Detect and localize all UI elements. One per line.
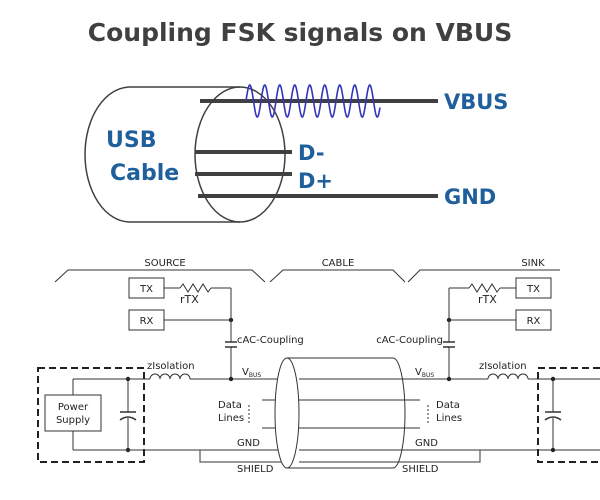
sink-data-label-1: Data xyxy=(436,400,460,411)
sink-data-label-2: Lines xyxy=(436,413,462,424)
source-brace xyxy=(54,269,266,283)
vbus-wire-label: VBUS xyxy=(444,90,508,114)
cable-end-ellipse xyxy=(194,86,286,223)
sink-vbus-label: VBUS xyxy=(415,367,434,379)
source-data-label-1: Data xyxy=(218,400,242,411)
sink-rtx-resistor xyxy=(468,283,501,293)
diagram-title: Coupling FSK signals on VBUS xyxy=(87,18,513,47)
cable-left-end xyxy=(274,357,300,469)
sink-rtx-label: rTX xyxy=(478,293,497,306)
sink-zisolation-inductor xyxy=(487,373,529,380)
dplus-wire-label: D+ xyxy=(298,169,333,193)
sink-zisolation-label: zIsolation xyxy=(479,361,527,372)
sink-label: SINK xyxy=(521,258,545,269)
usb-cable-illustration: USB Cable VBUS D- D+ GND xyxy=(84,84,508,223)
sink-rx-label: RX xyxy=(527,316,541,327)
source-power-dashed-box xyxy=(37,367,145,463)
source-zisolation-inductor xyxy=(149,373,191,380)
sink-tx-label: TX xyxy=(526,284,540,295)
source-vbus-label: VBUS xyxy=(242,367,261,379)
sink-gnd-label: GND xyxy=(415,438,438,449)
sink-load-dashed-box xyxy=(537,367,600,463)
fsk-signal-wave xyxy=(245,84,381,118)
cable-label-cable: Cable xyxy=(110,161,179,186)
sink-filter-cap-curve xyxy=(544,416,562,421)
sink-cap-junction-top xyxy=(550,376,556,382)
source-rtx-resistor xyxy=(179,283,212,293)
sink-shield-label: SHIELD xyxy=(402,464,439,475)
source-cac-label: cAC-Coupling xyxy=(237,335,304,346)
dminus-wire-label: D- xyxy=(298,141,325,165)
cable-right-end xyxy=(392,357,406,469)
sink-shield-wire xyxy=(420,450,481,463)
sink-cac-label: cAC-Coupling xyxy=(376,335,443,346)
source-zisolation-label: zIsolation xyxy=(147,361,195,372)
cable-label-usb: USB xyxy=(106,128,156,153)
cable-body-outline xyxy=(84,86,240,223)
sink-brace xyxy=(407,269,560,283)
source-data-label-2: Lines xyxy=(218,413,244,424)
source-rx-label: RX xyxy=(140,316,154,327)
cable-brace xyxy=(269,269,406,283)
source-shield-wire xyxy=(199,450,290,463)
source-rtx-label: rTX xyxy=(180,293,199,306)
coupling-schematic: SOURCE CABLE SINK TX RX rTX cAC-Coupling… xyxy=(37,258,600,475)
sink-cap-junction-bottom xyxy=(550,447,556,453)
cable-label: CABLE xyxy=(322,258,355,269)
power-supply-label-1: Power xyxy=(58,402,89,413)
power-supply-box xyxy=(44,394,102,432)
source-gnd-label: GND xyxy=(237,438,260,449)
sink-vbus-junction xyxy=(446,376,452,382)
power-supply-label-2: Supply xyxy=(56,415,90,426)
source-label: SOURCE xyxy=(144,258,185,269)
source-vbus-junction xyxy=(228,376,234,382)
source-shield-label: SHIELD xyxy=(237,464,274,475)
source-tx-label: TX xyxy=(139,284,153,295)
gnd-wire-label: GND xyxy=(444,185,496,209)
source-filter-cap-curve xyxy=(119,416,137,421)
